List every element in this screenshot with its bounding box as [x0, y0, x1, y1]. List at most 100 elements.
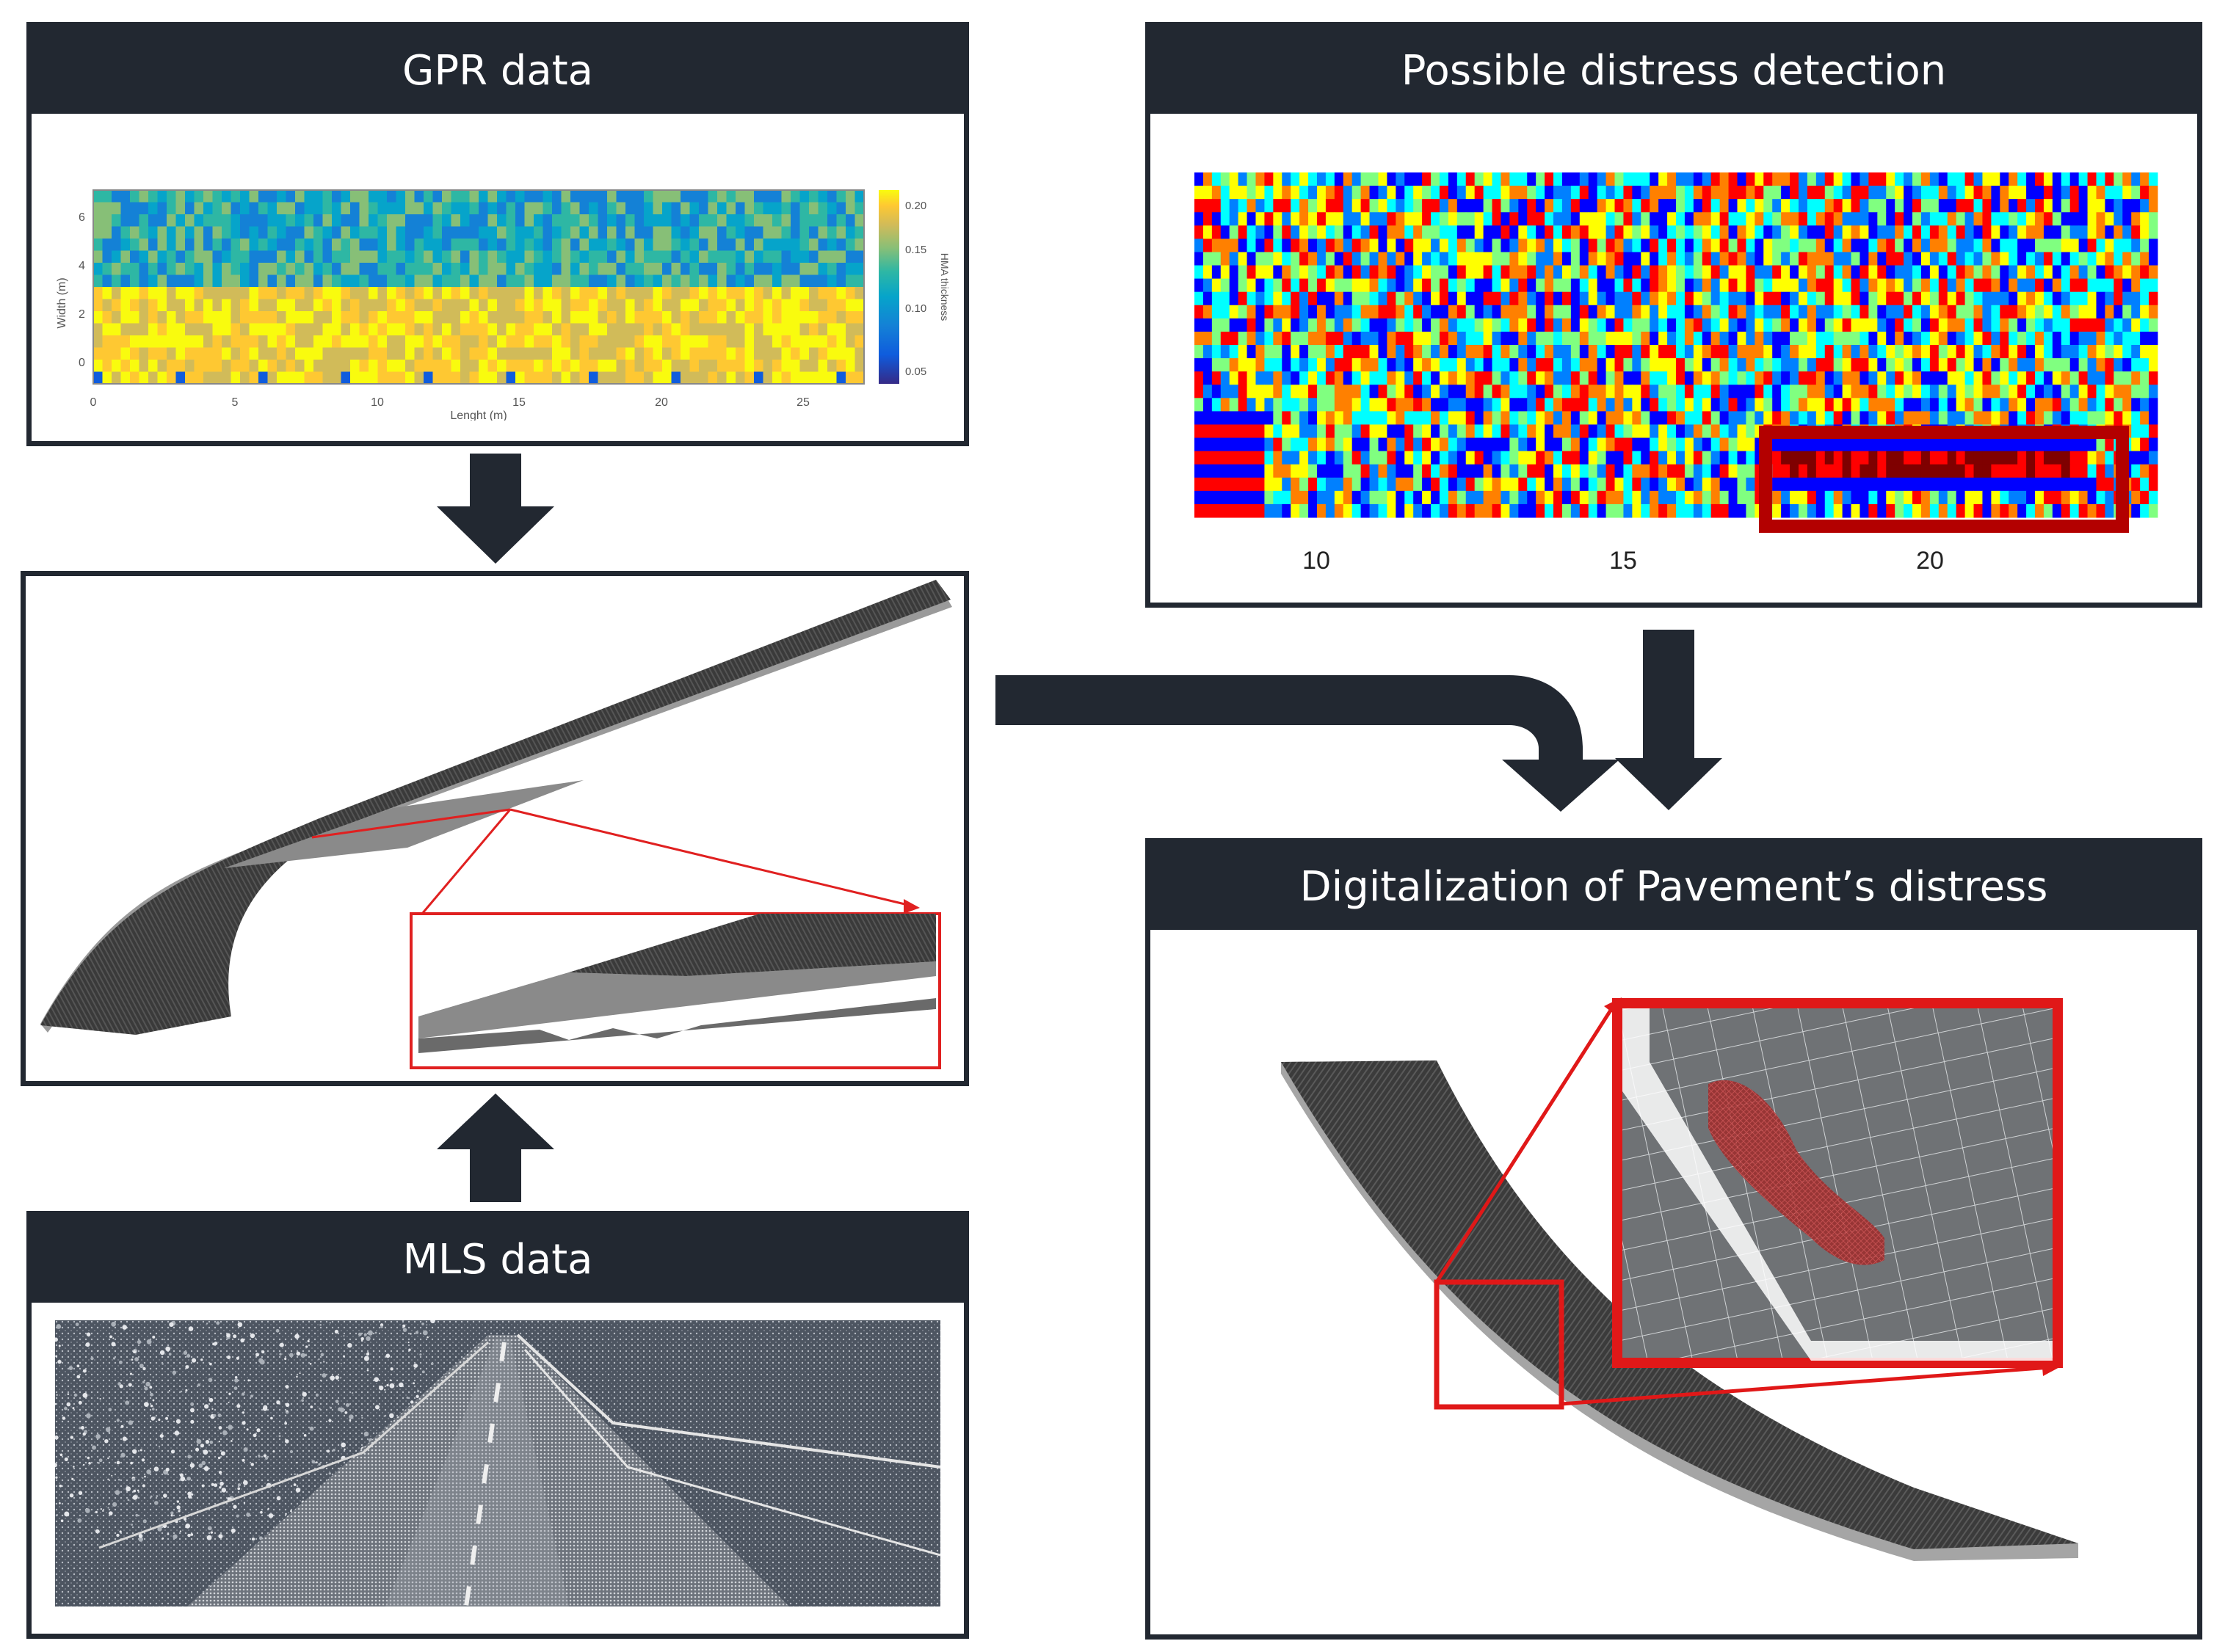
distress-cell: [1667, 265, 1677, 280]
distress-cell: [1947, 411, 1957, 425]
gpr-cell: [589, 263, 598, 275]
distress-cell: [2113, 172, 2123, 186]
point-cloud-dot: [175, 1419, 181, 1424]
gpr-cell: [212, 226, 222, 239]
distress-cell: [2140, 358, 2149, 372]
distress-cell: [2131, 464, 2141, 479]
gpr-cell: [818, 323, 828, 336]
distress-cell: [1431, 437, 1440, 452]
gpr-cell: [644, 274, 653, 288]
point-cloud-dot: [73, 1393, 78, 1397]
distress-cell: [1772, 265, 1782, 280]
gpr-cell: [717, 263, 727, 275]
gpr-cell: [469, 239, 479, 251]
distress-cell: [1492, 490, 1501, 505]
point-cloud-dot: [246, 1428, 249, 1431]
distress-cell: [1264, 490, 1274, 505]
gpr-cell: [570, 323, 580, 336]
distress-cell: [1684, 477, 1694, 492]
distress-cell: [1202, 490, 1213, 505]
distress-cell: [2026, 411, 2036, 425]
distress-cell: [1641, 424, 1650, 439]
gpr-cell: [451, 347, 461, 360]
distress-cell: [1597, 503, 1607, 518]
distress-cell: [1676, 371, 1686, 385]
gpr-cell: [267, 274, 277, 288]
gpr-cell: [102, 347, 112, 360]
distress-cell: [1308, 305, 1318, 319]
distress-cell: [1938, 265, 1948, 280]
distress-cell: [1772, 451, 1782, 465]
distress-cell: [2087, 225, 2097, 239]
distress-cell: [2096, 490, 2105, 505]
distress-cell: [2035, 278, 2044, 293]
distress-cell: [1509, 199, 1519, 213]
distress-cell: [1282, 437, 1291, 452]
distress-cell: [1938, 239, 1948, 252]
distress-cell: [1211, 331, 1222, 346]
gpr-cell: [799, 226, 810, 239]
distress-cell: [1404, 186, 1414, 200]
distress-cell: [1291, 477, 1300, 492]
gpr-cell: [432, 335, 443, 348]
distress-cell: [1291, 186, 1300, 200]
distress-cell: [2131, 305, 2141, 319]
distress-cell: [2149, 212, 2158, 226]
distress-cell: [1194, 424, 1204, 439]
gpr-cell: [369, 287, 378, 299]
distress-cell: [1973, 411, 1983, 425]
distress-cell: [1220, 199, 1230, 213]
distress-cell: [1308, 225, 1318, 239]
distress-cell: [1343, 278, 1353, 293]
distress-cell: [1202, 385, 1213, 399]
distress-cell: [1474, 186, 1484, 200]
distress-cell: [1202, 371, 1213, 385]
distress-cell: [1650, 172, 1659, 186]
distress-cell: [2131, 503, 2141, 518]
distress-cell: [1886, 398, 1895, 412]
distress-cell: [1501, 318, 1510, 332]
distress-cell: [1859, 385, 1869, 399]
distress-cell: [1308, 451, 1318, 465]
distress-cell: [1929, 172, 1940, 186]
distress-cell: [1220, 212, 1230, 226]
gpr-cell: [781, 202, 791, 215]
gpr-cell: [653, 250, 663, 263]
gpr-cell: [267, 190, 277, 203]
distress-cell: [1220, 305, 1230, 319]
point-cloud-dot: [141, 1458, 145, 1462]
distress-cell: [1728, 278, 1738, 293]
distress-cell: [1693, 371, 1703, 385]
distress-cell: [1650, 490, 1659, 505]
distress-cell: [1920, 503, 1931, 518]
distress-cell: [1308, 411, 1318, 425]
gpr-cell: [350, 239, 360, 251]
gpr-cell: [460, 226, 470, 239]
distress-cell: [1877, 305, 1887, 319]
gpr-cell: [598, 274, 608, 288]
gpr-cell: [120, 371, 131, 385]
gpr-cell: [194, 371, 204, 385]
gpr-cell: [634, 335, 645, 348]
gpr-cell: [607, 202, 617, 215]
gpr-cell: [432, 263, 443, 275]
gpr-cell: [295, 226, 305, 239]
distress-cell: [1518, 371, 1528, 385]
distress-cell: [1527, 345, 1536, 359]
point-cloud-dot: [55, 1337, 58, 1342]
distress-cell: [1790, 305, 1799, 319]
distress-cell: [2009, 385, 2018, 399]
point-cloud-dot: [211, 1482, 214, 1486]
distress-cell: [1763, 212, 1773, 226]
distress-cell: [1798, 331, 1808, 346]
gpr-cell: [460, 371, 470, 385]
gpr-cell: [479, 190, 488, 203]
distress-cell: [1360, 278, 1371, 293]
distress-xtick: 15: [1609, 547, 1637, 575]
gpr-cell: [322, 371, 333, 385]
distress-cell: [2140, 212, 2149, 226]
distress-cell: [2026, 305, 2036, 319]
distress-cell: [1904, 503, 1913, 518]
distress-cell: [1982, 503, 1992, 518]
distress-cell: [1211, 490, 1222, 505]
